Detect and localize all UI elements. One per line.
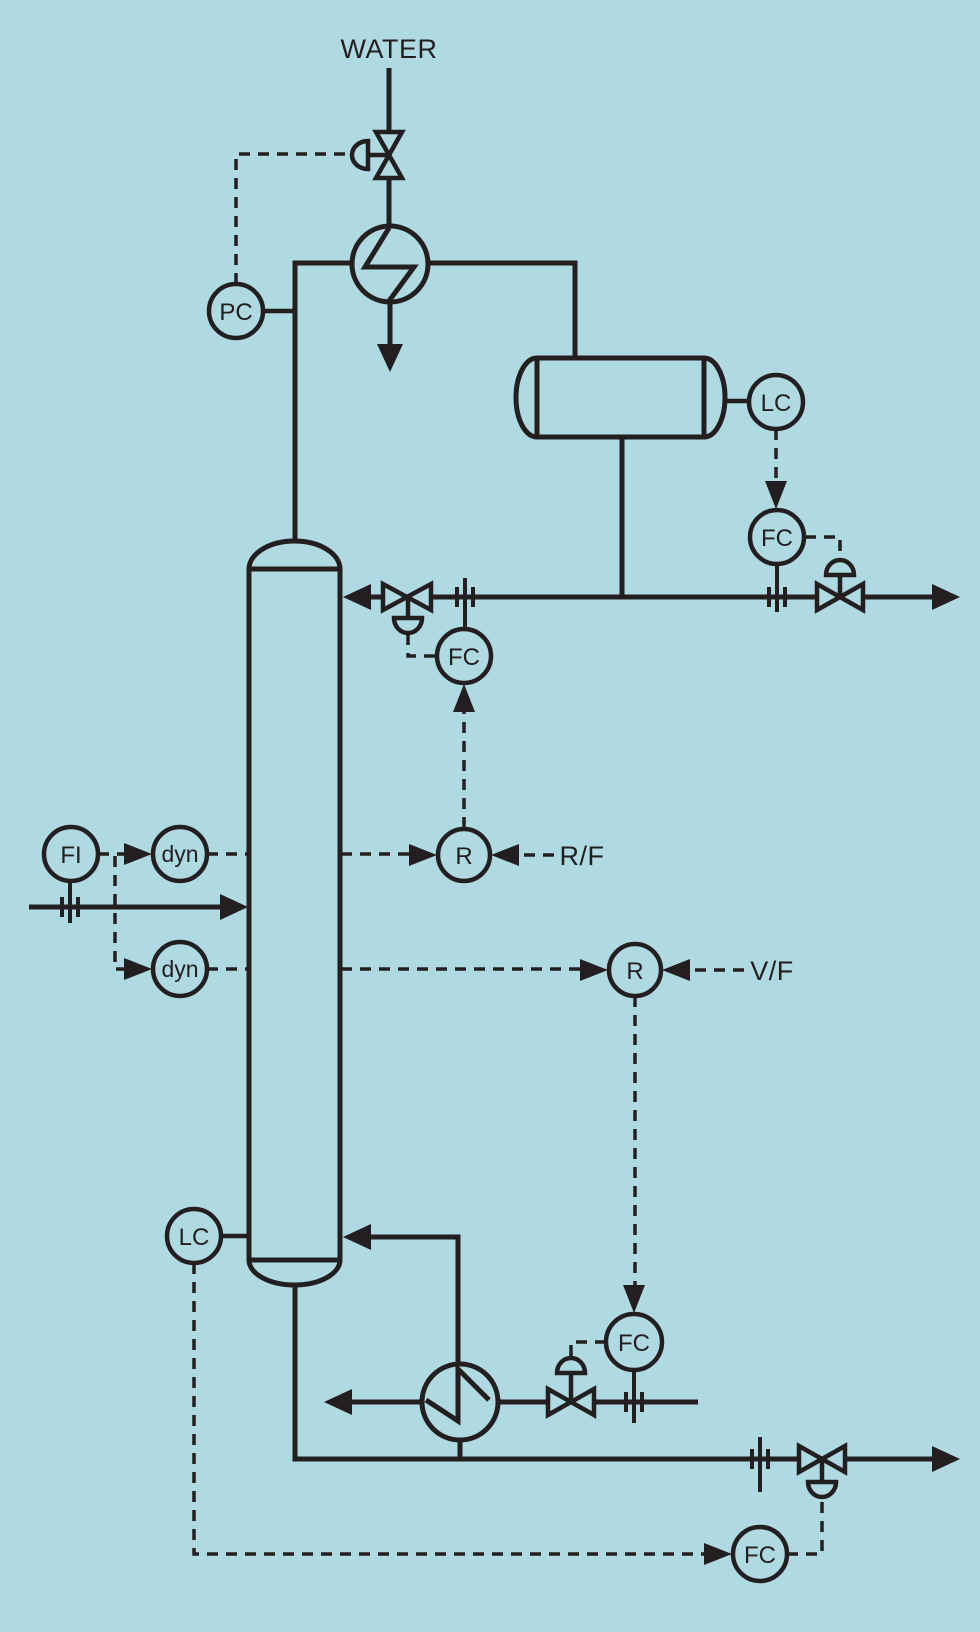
dyn1-to-r1-arrow [409,844,437,866]
valve-body-left [814,580,845,614]
feed-flow-element [60,878,80,923]
cooling-water-outlet-arrow [377,344,403,372]
fi-to-dyn2-signal [113,856,124,971]
lc-to-fc-arrow [765,481,787,509]
pressure-controller: PC [206,281,266,341]
steam-flow-controller: FC [603,1311,665,1373]
reflux-ratio-bubble [435,826,493,884]
reflux-control-valve [380,580,434,636]
reflux-flow-controller-tag: FC [448,644,480,671]
valve-body-bottom [372,150,406,181]
reflux-flow-controller: FC [434,626,494,686]
base-level-controller-tag: LC [179,1224,210,1251]
water-control-valve [349,129,406,181]
vapor-return-line [371,1234,461,1364]
dyn2-to-r2-arrow [580,959,608,981]
valve-body-right [566,1385,597,1419]
drum-level-controller: LC [746,372,806,432]
pressure-controller-tag: PC [219,299,252,326]
condenser [349,223,431,305]
valve-body-left [796,1442,827,1476]
reboiler-coil-icon [424,1362,491,1426]
distillate-flow-element [767,564,787,612]
r2-to-steam-fc-arrow [623,1285,645,1313]
bottoms-flow-controller-tag: FC [744,1542,776,1569]
drum-right-cap [703,355,728,440]
base-level-controller: LC [164,1206,224,1266]
vapor-line-right [428,260,578,358]
fc-to-bottoms-valve-signal [787,1498,824,1556]
valve-body-right [835,580,866,614]
valve-body-right [817,1442,848,1476]
fc-to-reflux-valve-signal [406,634,435,658]
reflux-dynamics-tag: dyn [161,841,198,867]
reflux-ratio-label: R/F [560,841,605,871]
water-label: WATER [341,34,438,64]
reflux-flow-controller-bubble [434,626,494,686]
bottoms-flow-element [750,1437,770,1492]
lc-to-bottoms-fc-signal [192,1263,704,1556]
bottoms-control-valve [796,1442,848,1500]
boilup-ratio-tag: R [626,958,643,985]
reflux-flow-element [455,578,475,629]
pressure-controller-bubble [206,281,266,341]
valve-actuator-dome [805,1479,839,1500]
distillate-flow-controller: FC [747,507,807,567]
reflux-ratio-tag: R [455,843,472,870]
boilup-dynamics-block: dyn [150,939,210,999]
column-dome [246,538,343,570]
bottoms-outlet-arrow [932,1446,960,1472]
boilup-dynamics-tag: dyn [161,956,198,982]
steam-flow-element [624,1370,644,1423]
boilup-ratio-station: R [606,941,664,999]
vf-to-r2-arrow [662,959,690,981]
rf-to-r1-arrow [491,844,519,866]
feed-arrow [220,894,248,920]
column-dish [246,1259,343,1288]
reboiler [419,1361,501,1443]
boilup-ratio-label: V/F [750,956,794,986]
vapor-return-arrow [343,1224,371,1250]
fc-to-steam-valve-signal [569,1340,606,1359]
reflux-entry-arrow [343,584,371,610]
r1-to-fc-arrow [453,684,475,712]
lc-to-bottoms-fc-arrow [704,1543,732,1565]
reflux-dynamics-block: dyn [150,824,210,884]
pc-signal-line [234,152,350,284]
fi-to-dyn1-arrow [124,843,152,865]
steam-control-valve [545,1355,597,1419]
drum-level-controller-tag: LC [761,390,792,417]
valve-actuator-dome [823,557,857,578]
valve-body-top [372,129,406,160]
condenser-coil-icon [360,226,419,303]
distillate-flow-controller-tag: FC [761,525,793,552]
reflux-drum [513,355,728,440]
valve-actuator-dome [554,1355,588,1376]
valve-body-right [402,580,434,614]
valve-actuator-dome [349,138,371,172]
vapor-line-left [292,260,352,542]
reflux-ratio-station: R [435,826,493,884]
distillation-column [246,538,343,1288]
drum-left-cap [513,355,538,440]
valve-body-left [545,1385,576,1419]
steam-flow-controller-tag: FC [618,1330,650,1357]
distillate-outlet-arrow [932,584,960,610]
valve-body-left [380,580,412,614]
distillate-control-valve [814,557,866,614]
condenser-shell [349,223,431,305]
fc-to-distillate-valve-signal [805,535,842,559]
feed-flow-indicator-tag: FI [60,842,81,869]
condensate-arrow [324,1389,352,1415]
valve-actuator-dome [391,615,425,636]
feed-flow-indicator: FI [41,824,101,884]
distillate-flow-controller-bubble [747,507,807,567]
fi-to-dyn2-arrow [124,958,152,980]
bottoms-line [292,1284,799,1462]
bottoms-flow-controller: FC [730,1524,790,1584]
